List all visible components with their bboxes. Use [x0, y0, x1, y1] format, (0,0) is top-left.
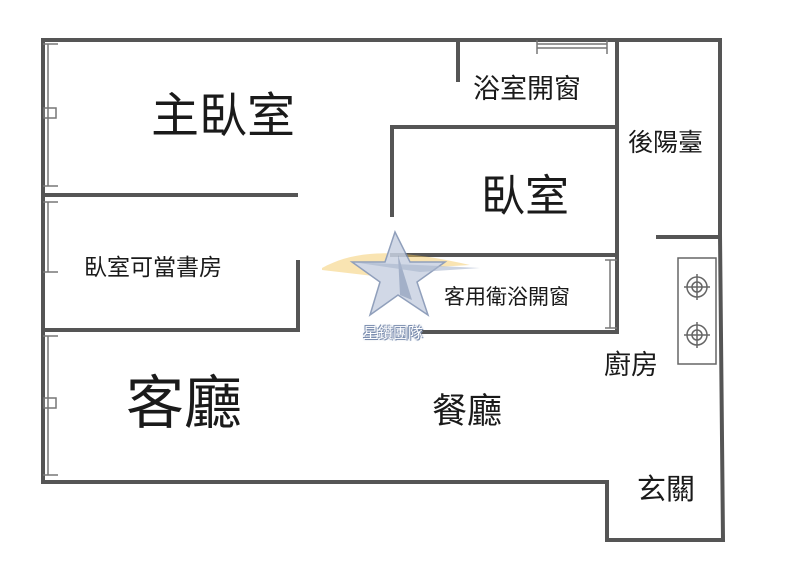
room-label-guest-bath-window: 客用衛浴開窗 [444, 285, 570, 309]
watermark-logo [322, 230, 480, 317]
burner-icon [684, 274, 710, 300]
stove [677, 257, 717, 365]
watermark-text: 星鑽團隊 [363, 324, 424, 342]
room-label-back-balcony: 後陽臺 [628, 128, 704, 157]
window-left-upper [43, 43, 58, 187]
room-label-master-bedroom: 主臥室 [151, 88, 296, 144]
outer-walls [41, 38, 726, 542]
room-label-study-bedroom: 臥室可當書房 [84, 255, 222, 281]
window-left-lower [43, 335, 58, 476]
room-label-bedroom: 臥室 [481, 171, 569, 222]
window-guest-bath [605, 259, 617, 329]
room-label-dining-room: 餐廳 [432, 392, 503, 432]
room-label-bath-window: 浴室開窗 [473, 74, 581, 105]
room-label-entrance: 玄關 [637, 472, 696, 506]
room-label-living-room: 客廳 [126, 369, 243, 437]
burner-icon [684, 322, 710, 348]
interior-walls [41, 38, 722, 334]
window-left-middle [43, 201, 58, 273]
room-label-kitchen: 廚房 [604, 350, 658, 381]
window-bath [536, 40, 608, 54]
